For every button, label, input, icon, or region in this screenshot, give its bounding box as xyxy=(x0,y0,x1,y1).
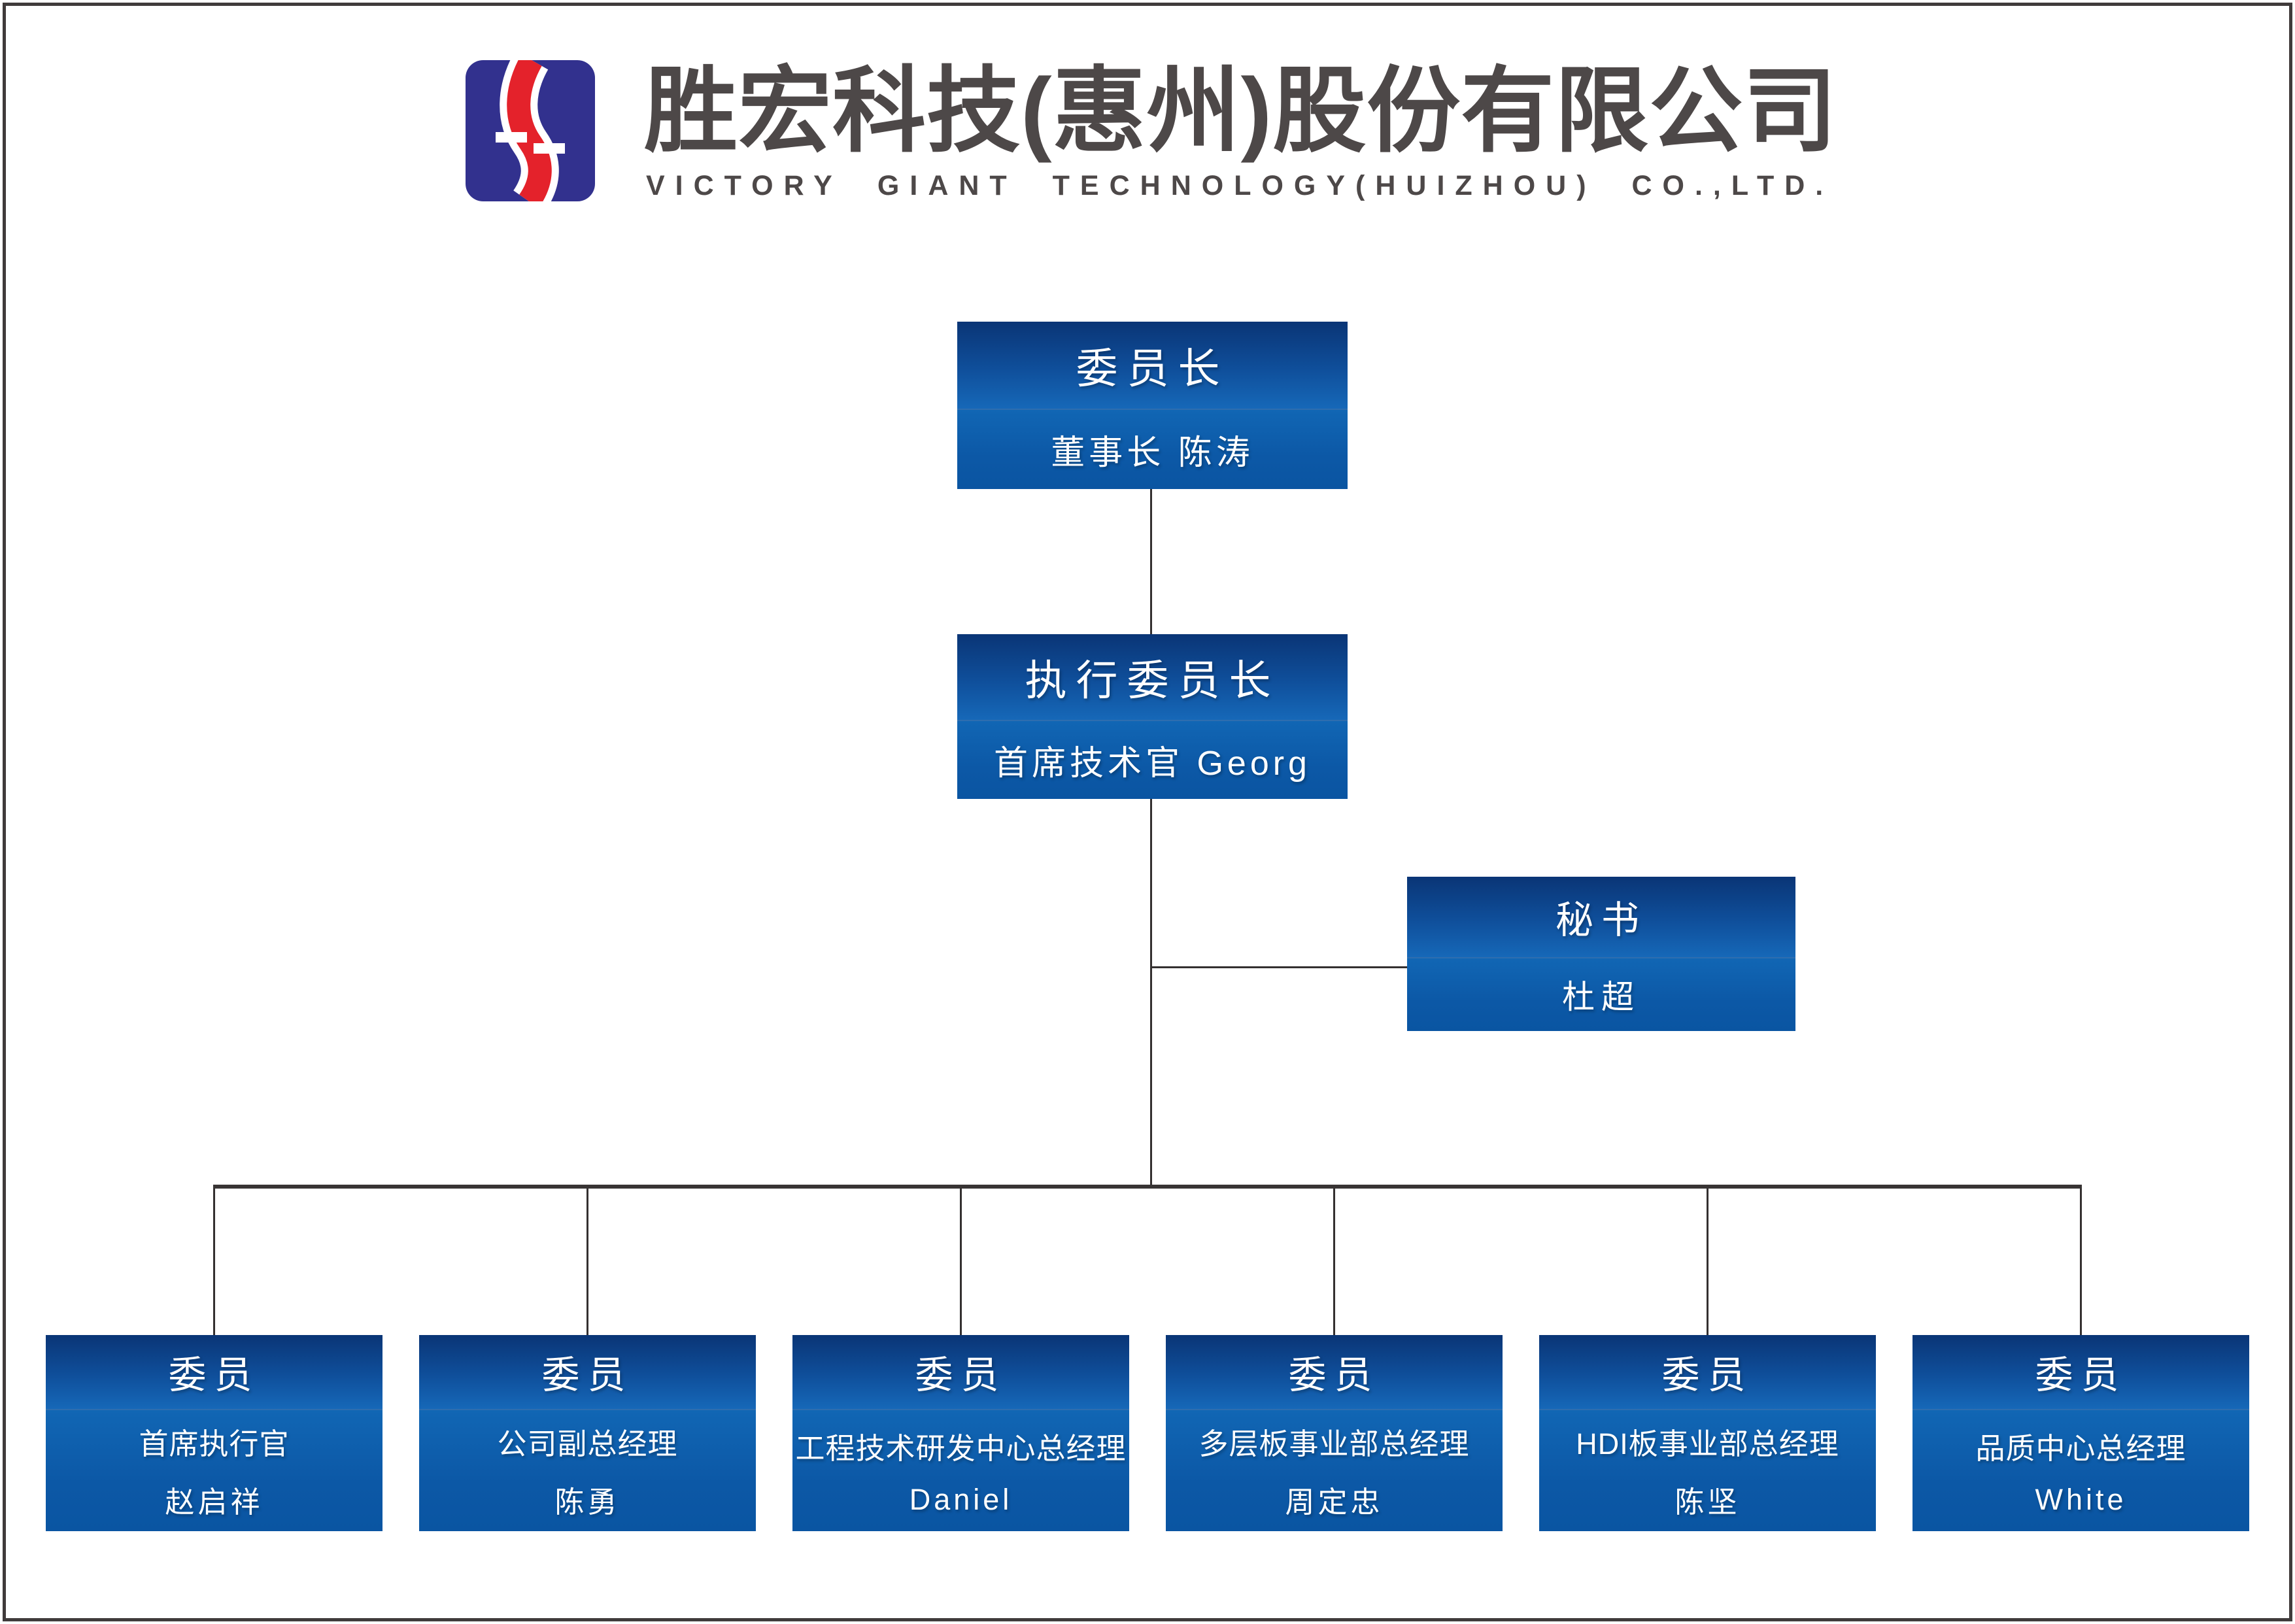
logo-left-tab xyxy=(496,132,527,143)
connector-drop-member-6 xyxy=(2080,1189,2082,1335)
node-member-4: 委员 多层板事业部总经理 周定忠 xyxy=(1166,1335,1503,1531)
connector-trunk xyxy=(213,1185,2082,1189)
node-member-5: 委员 HDI板事业部总经理 陈坚 xyxy=(1539,1335,1876,1531)
member-role: 品质中心总经理 xyxy=(1975,1431,2186,1465)
company-name-cn: 胜宏科技(惠州)股份有限公司 xyxy=(644,59,1838,163)
member-name: 赵启祥 xyxy=(165,1485,264,1519)
node-member-6-title: 委员 xyxy=(1912,1335,2249,1409)
node-executive-chairman-title: 执行委员长 xyxy=(957,634,1348,720)
node-chairman-subtitle: 董事长 陈涛 xyxy=(957,409,1348,489)
node-member-6-subtitle: 品质中心总经理 White xyxy=(1912,1408,2249,1531)
member-role: 公司副总经理 xyxy=(497,1427,678,1461)
node-secretary: 秘书 杜超 xyxy=(1407,877,1795,1031)
connector-chairman-to-executive xyxy=(1150,489,1152,634)
member-role: 多层板事业部总经理 xyxy=(1198,1427,1470,1461)
connector-branch-secretary xyxy=(1150,966,1407,968)
node-secretary-subtitle: 杜超 xyxy=(1407,956,1795,1031)
member-name: White xyxy=(2035,1482,2127,1516)
node-member-2: 委员 公司副总经理 陈勇 xyxy=(419,1335,756,1531)
member-role: HDI板事业部总经理 xyxy=(1576,1427,1839,1461)
connector-drop-member-1 xyxy=(213,1189,215,1335)
node-member-2-subtitle: 公司副总经理 陈勇 xyxy=(419,1408,756,1531)
connector-executive-to-trunk xyxy=(1150,799,1152,1186)
member-name: Daniel xyxy=(909,1482,1013,1516)
node-chairman-title: 委员长 xyxy=(957,322,1348,409)
node-member-4-title: 委员 xyxy=(1166,1335,1503,1409)
member-name: 周定忠 xyxy=(1285,1485,1384,1519)
node-member-2-title: 委员 xyxy=(419,1335,756,1409)
company-logo xyxy=(466,50,595,212)
node-executive-chairman-subtitle: 首席技术官 Georg xyxy=(957,720,1348,799)
node-member-3: 委员 工程技术研发中心总经理 Daniel xyxy=(792,1335,1129,1531)
connector-drop-member-5 xyxy=(1707,1189,1708,1335)
node-chairman: 委员长 董事长 陈涛 xyxy=(957,322,1348,489)
node-member-5-subtitle: HDI板事业部总经理 陈坚 xyxy=(1539,1408,1876,1531)
logo-right-tab xyxy=(534,143,565,154)
node-member-3-title: 委员 xyxy=(792,1335,1129,1409)
node-member-5-title: 委员 xyxy=(1539,1335,1876,1409)
company-name-en: VICTORY GIANT TECHNOLOGY(HUIZHOU) CO.,LT… xyxy=(646,170,1834,201)
member-role: 首席执行官 xyxy=(139,1427,290,1461)
node-member-6: 委员 品质中心总经理 White xyxy=(1912,1335,2249,1531)
node-member-1: 委员 首席执行官 赵启祥 xyxy=(46,1335,382,1531)
member-role: 工程技术研发中心总经理 xyxy=(795,1431,1127,1465)
node-member-3-subtitle: 工程技术研发中心总经理 Daniel xyxy=(792,1408,1129,1531)
member-name: 陈坚 xyxy=(1674,1485,1741,1519)
node-member-1-subtitle: 首席执行官 赵启祥 xyxy=(46,1408,382,1531)
victory-giant-logo-icon xyxy=(466,50,595,212)
node-member-4-subtitle: 多层板事业部总经理 周定忠 xyxy=(1166,1408,1503,1531)
connector-drop-member-2 xyxy=(586,1189,588,1335)
member-name: 陈勇 xyxy=(554,1485,620,1519)
node-member-1-title: 委员 xyxy=(46,1335,382,1409)
logo-red-stripe xyxy=(507,54,552,209)
node-secretary-title: 秘书 xyxy=(1407,877,1795,957)
connector-drop-member-4 xyxy=(1333,1189,1335,1335)
connector-drop-member-3 xyxy=(960,1189,962,1335)
node-executive-chairman: 执行委员长 首席技术官 Georg xyxy=(957,634,1348,799)
